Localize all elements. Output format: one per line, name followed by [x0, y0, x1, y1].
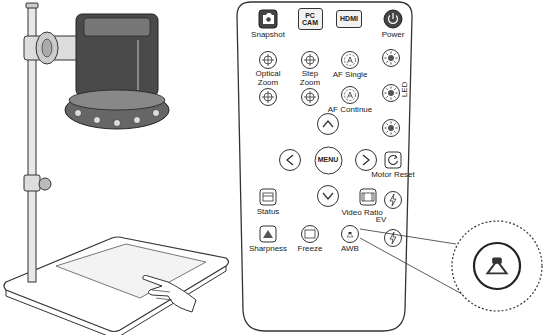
button-caption: LED — [401, 81, 410, 97]
button-caption: Optical Zoom — [252, 69, 284, 87]
button-caption: AF Continue — [328, 105, 372, 114]
button-caption: Status — [257, 207, 280, 216]
button-caption: Motor Reset — [371, 170, 415, 179]
remote-button: PC CAM — [298, 8, 323, 30]
remote-button: HDMI — [336, 10, 362, 28]
microscope — [4, 3, 229, 335]
button-label: PC CAM — [300, 12, 320, 27]
button-label: MENU — [318, 156, 339, 163]
remote-body — [237, 2, 412, 331]
button-caption: AWB — [341, 244, 359, 253]
button-caption: Power — [382, 30, 405, 39]
button-caption: Sharpness — [249, 244, 287, 253]
button-caption: EV — [376, 215, 387, 224]
menu-button: MENU — [314, 146, 343, 175]
button-caption: Freeze — [298, 244, 323, 253]
button-label: HDMI — [340, 15, 358, 22]
button-caption: Step Zoom — [296, 69, 324, 87]
button-caption: AF Single — [333, 70, 368, 79]
button-caption: Snapshot — [251, 30, 285, 39]
